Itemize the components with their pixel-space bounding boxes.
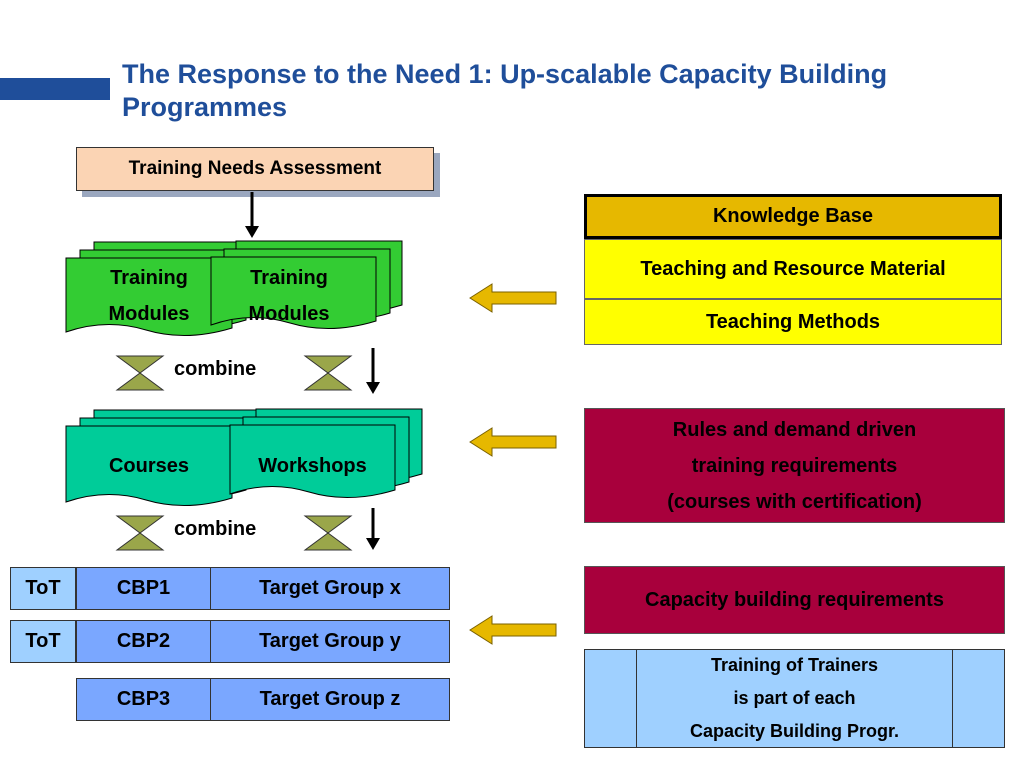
hourglass-icon-1 <box>115 355 165 391</box>
modules-line2-left: Modules <box>108 303 190 325</box>
teaching-resource-material-row: Teaching and Resource Material <box>584 239 1002 299</box>
workshops-label: Workshops <box>258 455 367 477</box>
workshops-stack <box>229 408 423 498</box>
target-cell-3: Target Group z <box>210 678 450 721</box>
tot-note-text: Training of Trainers is part of each Cap… <box>636 649 953 748</box>
courses-stack <box>65 409 261 506</box>
left-arrow-icon-2 <box>469 427 557 457</box>
combine-label-2: combine <box>174 518 257 540</box>
modules-line1-left: Training <box>110 267 188 289</box>
cbp-cell-1: CBP1 <box>76 567 211 610</box>
target-cell-1: Target Group x <box>210 567 450 610</box>
rules-line2: training requirements <box>691 454 898 477</box>
down-arrow-tna-head <box>245 226 259 238</box>
left-arrow-icon-3 <box>469 615 557 645</box>
hourglass-icon-2 <box>303 355 353 391</box>
tot-cell-2: ToT <box>10 620 76 663</box>
training-modules-label-right: Training Modules <box>206 260 372 332</box>
cbp-cell-3: CBP3 <box>76 678 211 721</box>
left-arrow-icon-1 <box>469 283 557 313</box>
training-needs-assessment-box: Training Needs Assessment <box>76 147 434 191</box>
tot-note-line2: is part of each <box>733 688 856 708</box>
modules-line1-right: Training <box>250 267 328 289</box>
capacity-requirements-box: Capacity building requirements <box>584 566 1005 634</box>
tot-cell-1: ToT <box>10 567 76 610</box>
training-modules-label-left: Training Modules <box>66 260 232 332</box>
combine-label-1: combine <box>174 358 257 380</box>
training-modules-stack-right <box>210 240 403 329</box>
courses-label: Courses <box>108 455 190 477</box>
cbp-cell-2: CBP2 <box>76 620 211 663</box>
tot-note-line3: Capacity Building Progr. <box>689 721 900 741</box>
hourglass-icon-4 <box>303 515 353 551</box>
rules-line3: (courses with certification) <box>667 490 922 513</box>
rules-box: Rules and demand driven training require… <box>584 408 1005 523</box>
target-cell-2: Target Group y <box>210 620 450 663</box>
tot-note-box <box>584 649 1005 748</box>
slide-title: The Response to the Need 1: Up-scalable … <box>122 59 888 122</box>
rules-line1: Rules and demand driven <box>672 418 917 441</box>
tot-note-line1: Training of Trainers <box>710 655 879 675</box>
title-accent-bar <box>0 78 110 100</box>
knowledge-base-header: Knowledge Base <box>584 194 1002 239</box>
hourglass-icon-3 <box>115 515 165 551</box>
modules-line2-right: Modules <box>248 303 330 325</box>
teaching-methods-row: Teaching Methods <box>584 299 1002 345</box>
